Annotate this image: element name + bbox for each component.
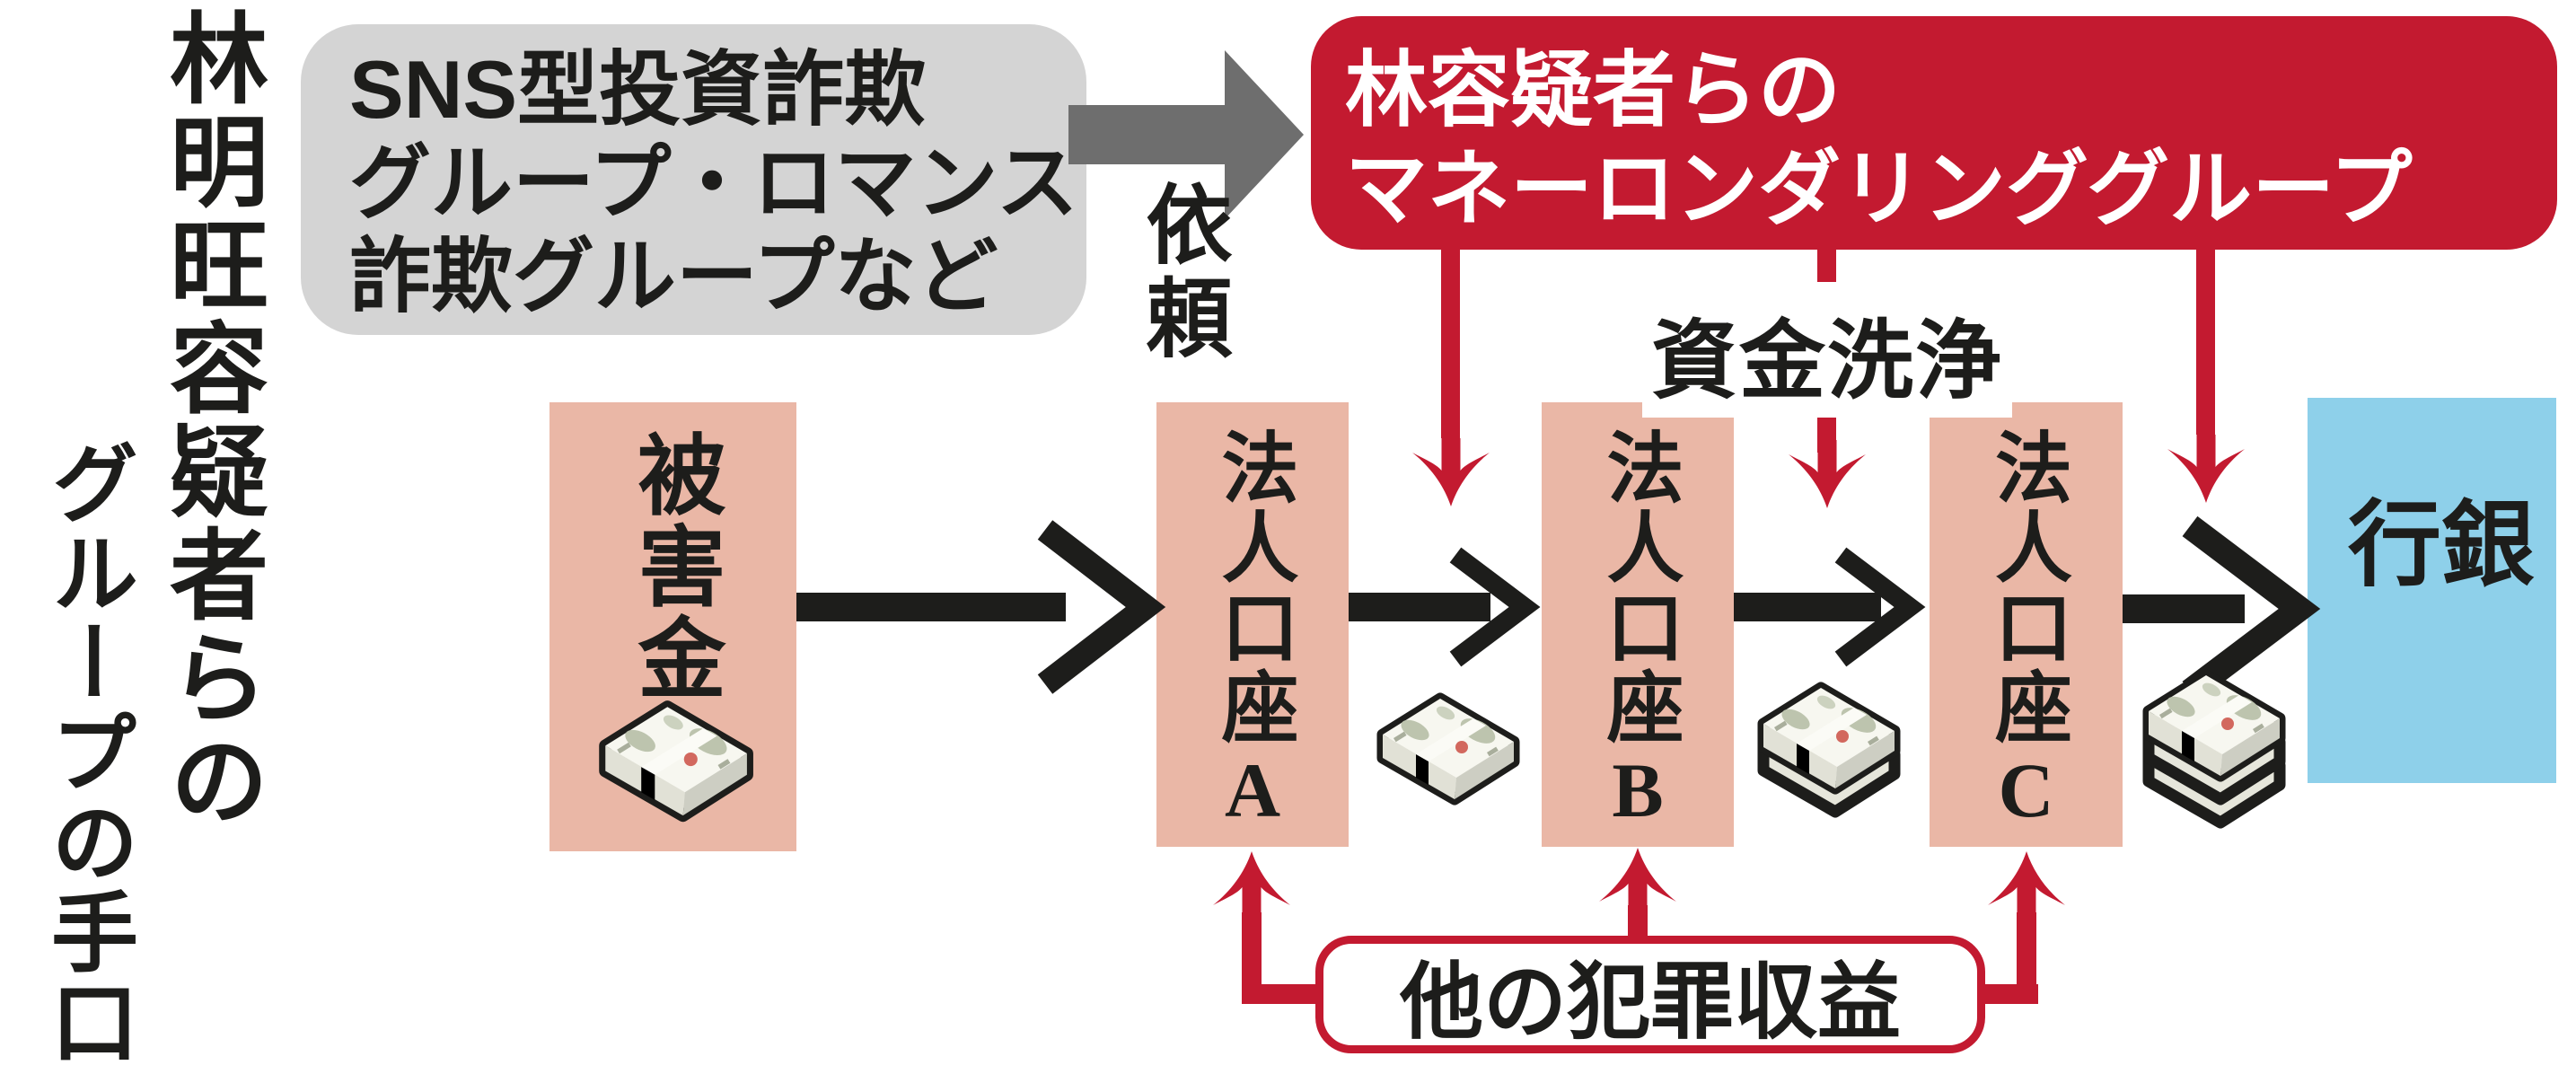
flow-arrow-c-to-bank — [2123, 515, 2321, 702]
other-crime-proceeds-box: 他の犯罪収益 — [1315, 936, 1985, 1053]
flow-arrow-a-to-b — [1349, 547, 1541, 667]
flow-box-account-b: 法人口座B — [1542, 402, 1734, 847]
money-bundle-icon-a-b — [1383, 699, 1514, 799]
page-title-column-2: グループの手口 — [38, 438, 136, 1067]
proceeds-arrow-to-a — [1213, 851, 1319, 1004]
request-label: 依頼 — [1133, 180, 1229, 366]
bank-label: 銀行 — [2333, 494, 2531, 594]
money-bundle-icon-c-bank — [2149, 675, 2280, 823]
fraud-groups-line-3: 詐欺グループなど — [349, 232, 998, 323]
flow-arrow-victim-to-a — [796, 520, 1166, 694]
laundering-arrow-3 — [2167, 248, 2245, 503]
account-c-label: 法人口座C — [1983, 427, 2070, 836]
flow-box-account-c: 法人口座C — [1930, 402, 2123, 847]
flow-box-victim-money: 被害金 — [549, 402, 796, 851]
laundering-group-line-1: 林容疑者らの — [1345, 45, 1842, 136]
proceeds-arrow-to-c — [1983, 851, 2065, 1004]
page-title-column-1: 林明旺容疑者らの — [154, 7, 265, 833]
money-laundering-label: 資金洗浄 — [1642, 289, 2012, 418]
fraud-groups-box: SNS型投資詐欺 グループ・ロマンス 詐欺グループなど — [301, 24, 1086, 335]
laundering-arrow-1 — [1412, 248, 1490, 506]
proceeds-arrow-to-b — [1599, 848, 1676, 941]
fraud-groups-line-1: SNS型投資詐欺 — [349, 45, 927, 136]
money-bundle-icon-b-c — [1763, 688, 1895, 812]
fraud-groups-line-2: グループ・ロマンス — [349, 138, 1078, 230]
laundering-group-box: 林容疑者らの マネーロンダリンググループ — [1311, 16, 2557, 250]
flow-box-account-a: 法人口座A — [1156, 402, 1349, 847]
account-b-label: 法人口座B — [1595, 427, 1681, 836]
other-crime-proceeds-label: 他の犯罪収益 — [1400, 955, 1901, 1049]
flow-box-bank: 銀行 — [2308, 398, 2556, 783]
flow-arrow-b-to-c — [1734, 547, 1926, 667]
account-a-label: 法人口座A — [1209, 427, 1296, 836]
laundering-group-line-2: マネーロンダリンググループ — [1345, 144, 2413, 236]
victim-money-label: 被害金 — [624, 429, 722, 704]
